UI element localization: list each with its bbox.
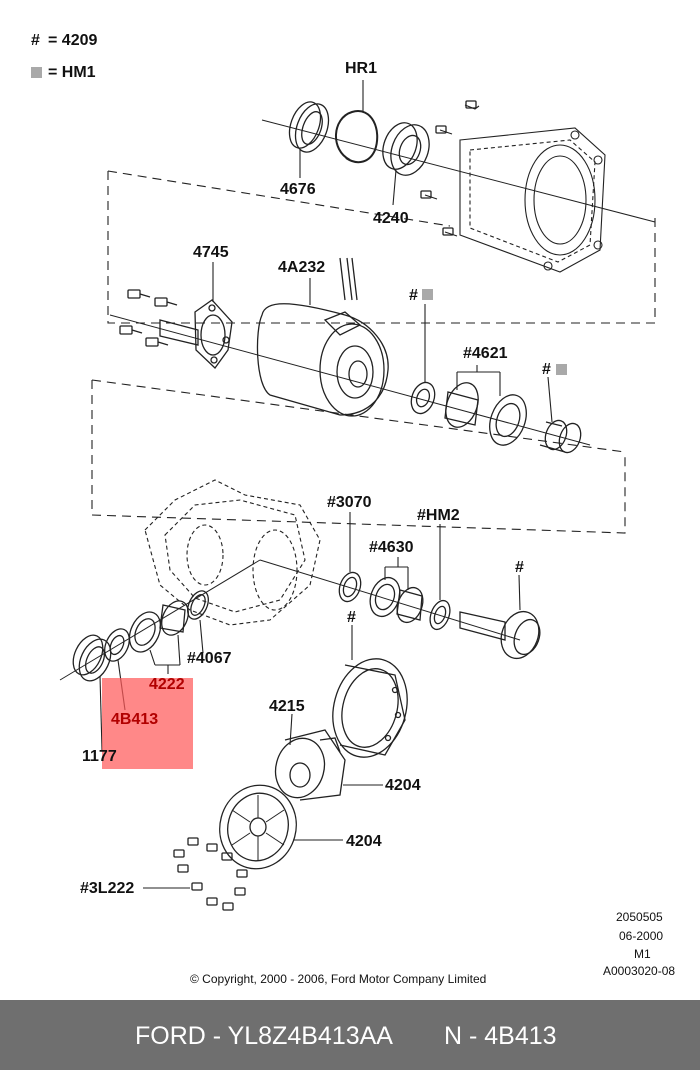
differential-cover-icon	[219, 784, 297, 870]
bearing-4621-icon	[444, 382, 527, 446]
label-3l222: #3L222	[80, 880, 135, 897]
spacer-hm2-icon	[429, 599, 451, 631]
label-4b413: 4B413	[111, 711, 159, 728]
shim-3070-icon	[338, 571, 362, 603]
transfer-case-housing-icon	[424, 104, 606, 273]
bolts-3l222-icon	[173, 837, 248, 911]
highlighted-part-box	[102, 678, 193, 769]
part-footer-bar: FORD - YL8Z4B413AA N - 4B413	[0, 1000, 700, 1070]
label-hr1: HR1	[345, 60, 378, 77]
shim-4067-icon	[187, 590, 209, 620]
bearing-4222-icon	[128, 600, 189, 653]
label-hash-gray-2: #	[542, 361, 551, 378]
gray-marker-2	[556, 364, 567, 375]
label-4621: #4621	[463, 345, 508, 362]
snap-ring-hr1-icon	[335, 110, 379, 164]
legend-gray-swatch	[31, 67, 42, 78]
ring-gear-icon	[332, 658, 408, 758]
label-4240: 4240	[373, 210, 409, 227]
label-4745: 4745	[193, 244, 229, 261]
diagram-code: 2050505	[616, 910, 663, 924]
gray-marker-1	[422, 289, 433, 300]
footer-part-number: FORD - YL8Z4B413AA	[135, 1022, 393, 1050]
label-4215: 4215	[269, 698, 305, 715]
seal-1177-icon	[72, 634, 112, 682]
legend-hash-symbol: #	[31, 32, 40, 49]
lower-dashed-frame	[91, 379, 626, 534]
exploded-parts-diagram	[59, 80, 656, 911]
label-hash-ring: #	[347, 609, 356, 626]
upper-dashed-frame	[107, 170, 656, 324]
diagram-reference: A0003020-08	[603, 964, 676, 978]
legend-hash-meaning: = 4209	[48, 32, 98, 49]
pinion-gear-icon	[459, 610, 541, 660]
legend-gray-meaning: = HM1	[48, 64, 96, 81]
diagram-date: 06-2000	[619, 929, 664, 943]
gear-housing-icon	[144, 479, 321, 626]
differential-case-icon	[274, 729, 346, 801]
label-4a232: 4A232	[278, 259, 326, 276]
label-hm2: #HM2	[417, 507, 460, 524]
label-4204-case: 4204	[385, 777, 421, 794]
seal-4b413-icon	[104, 628, 130, 662]
bearing-4630-icon	[369, 576, 424, 624]
nut-icon	[410, 381, 436, 415]
label-4067: #4067	[187, 650, 232, 667]
label-hash-gray-1: #	[409, 287, 418, 304]
label-4676: 4676	[280, 181, 316, 198]
label-4204-cover: 4204	[346, 833, 382, 850]
housing-bolts-icon	[420, 100, 477, 236]
label-4630: #4630	[369, 539, 414, 556]
label-4222: 4222	[149, 676, 185, 693]
sleeve-icon	[539, 419, 582, 454]
label-1177: 1177	[82, 748, 117, 765]
leader-lines	[99, 80, 553, 889]
label-hash-pinion: #	[515, 559, 524, 576]
seal-4676-icon	[288, 101, 330, 153]
copyright-notice: © Copyright, 2000 - 2006, Ford Motor Com…	[190, 972, 487, 986]
flange-bolts-icon	[119, 289, 178, 347]
label-3070: #3070	[327, 494, 372, 511]
actuator-4a232-icon	[256, 257, 389, 417]
bearing-4240-icon	[382, 122, 430, 176]
diagram-model: M1	[634, 947, 651, 961]
flange-4745-icon	[159, 299, 233, 369]
footer-part-code: N - 4B413	[444, 1022, 557, 1050]
